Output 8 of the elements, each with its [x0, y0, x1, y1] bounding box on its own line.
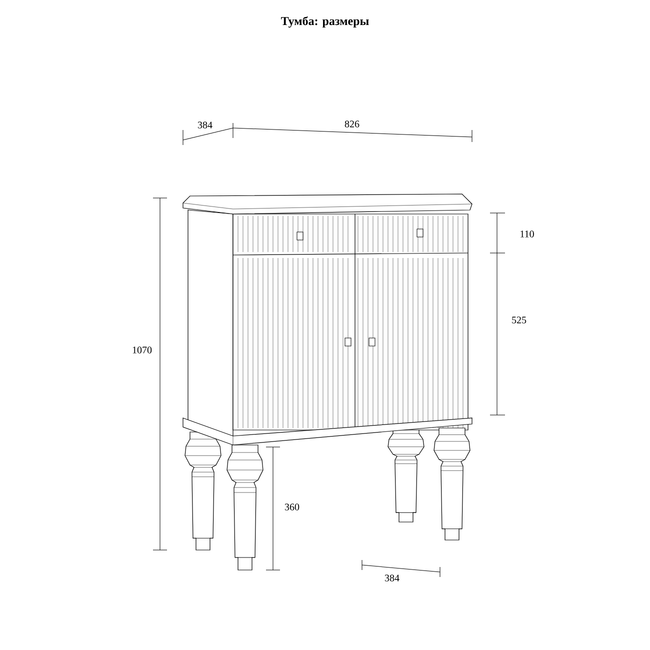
dimension-label: 110 [520, 230, 534, 238]
dimension-label: 384 [385, 574, 400, 582]
dimension-label: 360 [285, 504, 300, 510]
dimension-label: 826 [344, 120, 360, 128]
dimension-label: 384 [198, 122, 212, 128]
title: Тумба: размеры [281, 16, 369, 28]
dimension-label: 525 [512, 316, 526, 324]
dimension-label: 1070 [132, 346, 152, 354]
